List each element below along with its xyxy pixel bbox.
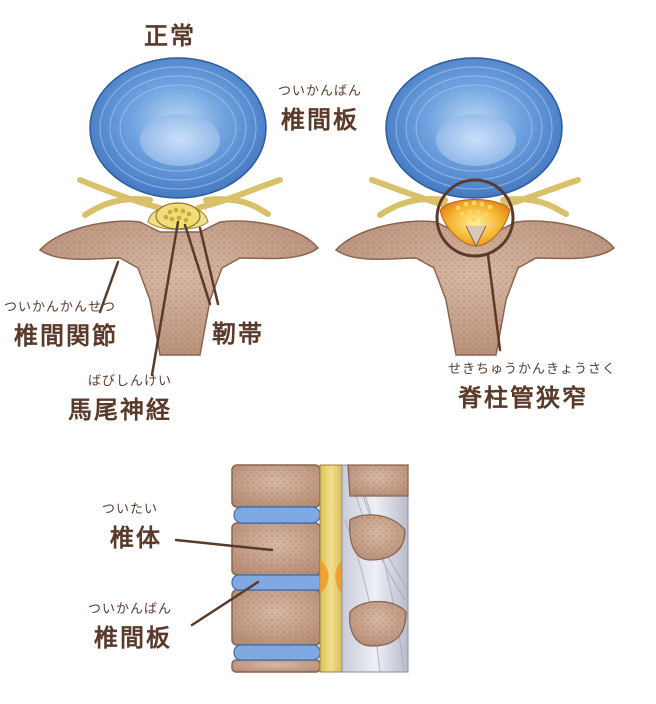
disc-ruby-bottom: ついかんばん: [88, 602, 173, 617]
sagittal-section: [174, 464, 409, 673]
stenosis-label: 脊柱管狭窄: [458, 384, 588, 412]
body-ruby: ついたい: [102, 502, 159, 517]
facet-ruby: ついかんかんせつ: [4, 300, 117, 315]
normal-nerve-roots: [77, 177, 283, 218]
normal-vertebra: [38, 57, 320, 377]
stenosis-highlight-circle: [435, 178, 515, 258]
cauda-ruby: ばびしんけい: [88, 374, 173, 389]
stenosis-narrowed-canal: [439, 199, 511, 247]
spinous-processes: [347, 464, 409, 647]
vertebral-bodies: [231, 464, 321, 673]
sagittal-stenosis-spot: [320, 560, 329, 592]
disc-leader-line: [190, 580, 260, 627]
normal-nucleus: [140, 114, 220, 166]
ligament-label: 靭帯: [212, 320, 264, 348]
stenosis-vertebra: [334, 57, 616, 356]
stenosis-leader-line: [486, 253, 502, 352]
normal-leader-lines: [98, 220, 220, 377]
body-label: 椎体: [110, 524, 162, 552]
stenosis-ruby: せきちゅうかんきょうさく: [448, 362, 617, 377]
disc-ruby-top: ついかんばん: [278, 84, 363, 99]
disc-label-bottom: 椎間板: [94, 624, 172, 652]
facet-label: 椎間関節: [14, 322, 118, 350]
cauda-label: 馬尾神経: [68, 396, 172, 424]
body-leader-line: [174, 538, 274, 552]
normal-title: 正常: [144, 22, 196, 50]
disc-label-top: 椎間板: [281, 106, 359, 134]
